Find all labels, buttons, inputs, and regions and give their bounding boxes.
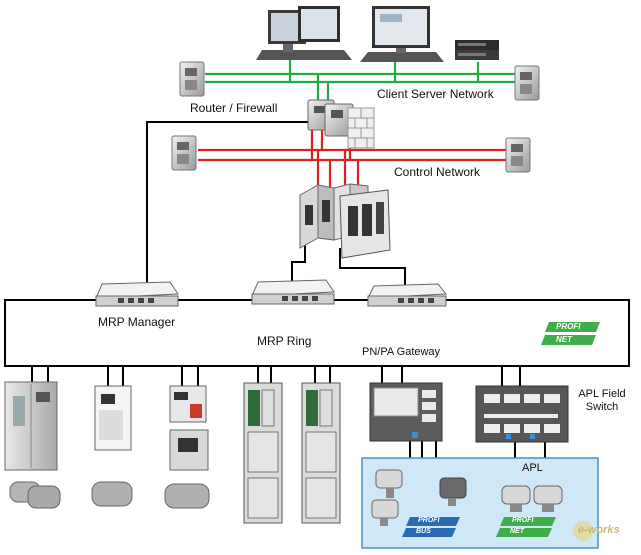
motor-icon: [164, 483, 210, 509]
network-switch: [367, 283, 447, 307]
frequency-drive: [94, 385, 132, 451]
valve-actuator-icon: [371, 499, 399, 526]
apl-field-switch-label: APL Field Switch: [572, 388, 632, 413]
profinet-logo-bottom: [496, 517, 556, 537]
profinet-logo-bottom-text-bottom: NET: [510, 528, 524, 535]
apl-label: APL: [522, 462, 543, 474]
mrp-manager-label: MRP Manager: [98, 315, 176, 329]
profibus-logo-text-top: PROFI: [418, 517, 440, 524]
apl-field-switch: [475, 385, 569, 443]
valve-actuator-icon: [439, 477, 467, 506]
mrp-manager-switch: [95, 281, 179, 307]
network-switch: [251, 279, 335, 305]
apl-field-switch-label-line2: Switch: [585, 400, 619, 413]
valve-actuator-icon: [375, 469, 403, 498]
remote-io-rack: [243, 382, 283, 524]
valve-actuator-icon: [501, 485, 531, 512]
valve-actuator-icon: [533, 485, 563, 512]
mrp-ring: [4, 299, 630, 367]
pn-pa-gateway: [369, 382, 443, 442]
server-rack: [455, 40, 499, 60]
router-firewall-device: [307, 99, 375, 149]
controller-modules: [299, 183, 391, 259]
network-device-icon: [171, 135, 197, 171]
soft-starter: [169, 385, 209, 471]
remote-io-rack: [301, 382, 341, 524]
motor-icon: [9, 481, 61, 509]
control-network-label: Control Network: [394, 165, 481, 179]
operator-workstation-left: [256, 6, 352, 60]
profibus-logo-text-bottom: BUS: [416, 528, 431, 535]
profinet-logo: [541, 322, 600, 345]
operator-workstation-right: [360, 6, 444, 62]
mrp-ring-label: MRP Ring: [257, 334, 312, 348]
profibus-logo: [402, 517, 460, 537]
watermark-text: e-works: [578, 524, 620, 536]
pn-pa-gateway-label: PN/PA Gateway: [362, 346, 441, 358]
apl-field-switch-label-line1: APL Field: [578, 388, 626, 400]
profinet-logo-bottom-text-top: PROFI: [512, 517, 534, 524]
client-server-network-label: Client Server Network: [377, 87, 494, 101]
watermark-logo: [573, 521, 593, 541]
network-device-icon: [505, 137, 531, 173]
client-server-network-lines: [205, 55, 525, 108]
router-firewall-label: Router / Firewall: [190, 101, 278, 115]
drive-cabinet: [4, 381, 58, 471]
network-device-icon: [179, 61, 205, 97]
motor-icon: [91, 481, 133, 507]
firewall-brick-icon: [347, 107, 375, 149]
network-device-icon: [514, 65, 540, 101]
profinet-logo-text-bottom: NET: [556, 335, 572, 344]
profinet-logo-text-top: PROFI: [556, 322, 581, 331]
